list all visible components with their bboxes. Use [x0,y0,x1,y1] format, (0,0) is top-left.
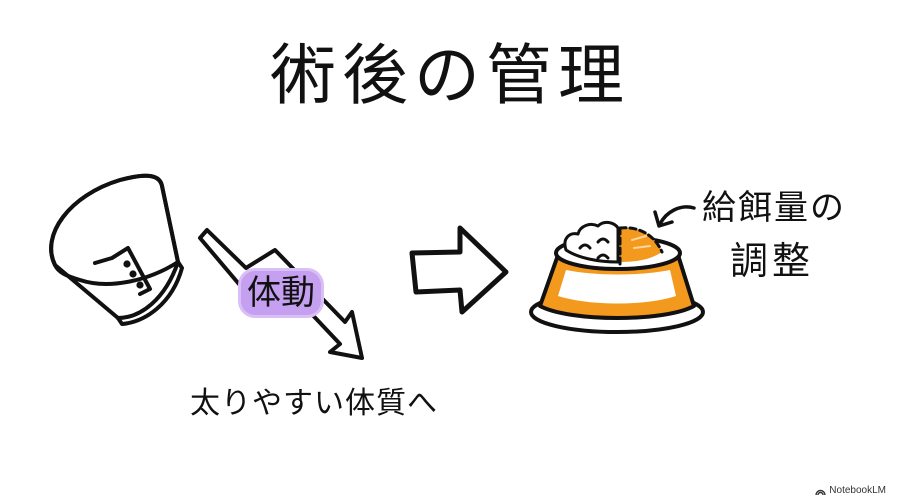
brand-name: NotebookLM [829,485,886,496]
elizabethan-collar-icon [49,173,184,326]
notebooklm-logo-icon [815,489,826,495]
block-right-arrow-icon [409,225,509,315]
result-label: 太りやすい体質へ [190,386,438,421]
adjustment-label: 調整 [730,239,815,283]
curved-pointer-arrow-icon [653,205,696,228]
feeding-amount-label: 給餌量の [702,188,846,228]
brand-watermark: NotebookLM [815,485,886,496]
page-title: 術後の管理 [270,37,630,114]
body-motion-label: 体動 [241,271,321,315]
food-bowl-icon [529,220,705,334]
